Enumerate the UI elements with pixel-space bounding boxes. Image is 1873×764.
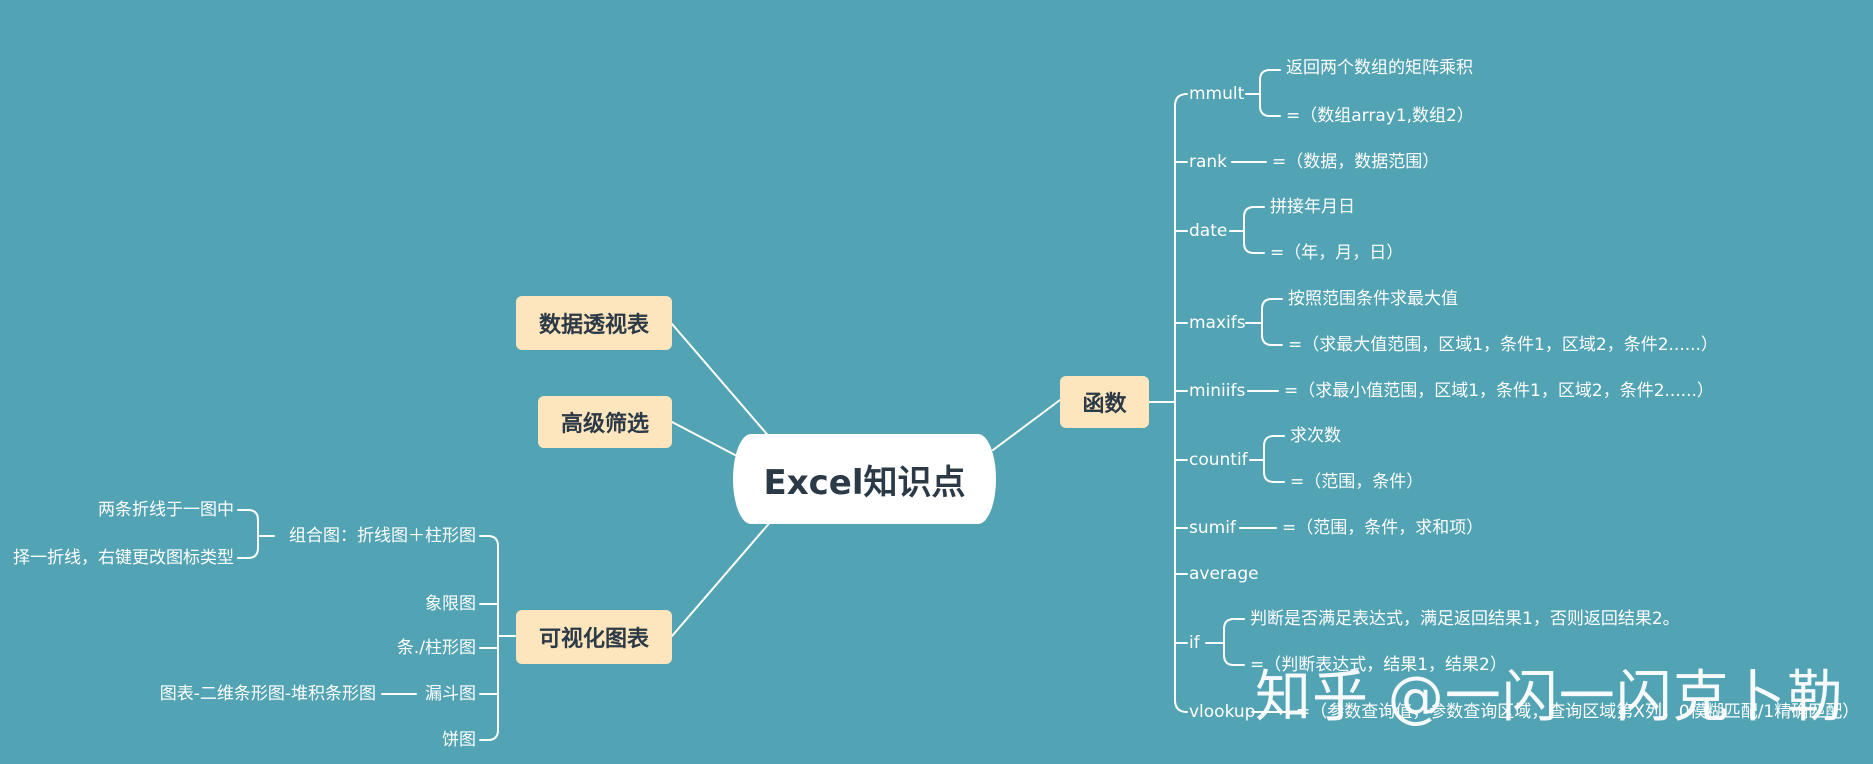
if-syntax[interactable]: =（判断表达式，结果1，结果2） [1250, 655, 1507, 675]
func-average[interactable]: average [1189, 564, 1259, 584]
func-rank[interactable]: rank [1189, 152, 1228, 172]
mmult-syntax[interactable]: =（数组array1,数组2） [1286, 106, 1474, 126]
chart-bar[interactable]: 条./柱形图 [396, 638, 476, 658]
funnel-note[interactable]: 图表-二维条形图-堆积条形图 [159, 684, 376, 704]
maxifs-syntax[interactable]: =（求最大值范围，区域1，条件1，区域2，条件2......） [1288, 335, 1718, 355]
func-vlookup[interactable]: vlookup [1189, 702, 1256, 722]
countif-desc[interactable]: 求次数 [1290, 426, 1341, 446]
topic-visual-charts[interactable]: 可视化图表 [516, 610, 672, 664]
func-date[interactable]: date [1189, 221, 1228, 241]
func-mmult[interactable]: mmult [1189, 84, 1245, 104]
func-sumif[interactable]: sumif [1189, 518, 1236, 538]
topic-pivot-table[interactable]: 数据透视表 [516, 296, 672, 350]
chart-combo[interactable]: 组合图：折线图＋柱形图 [289, 526, 476, 546]
vlookup-syntax[interactable]: =（参数查询值，参数查询区域，查询区域第X列，0模糊匹配/1精确匹配） [1296, 702, 1860, 722]
topic-advanced-filter[interactable]: 高级筛选 [538, 396, 672, 448]
topic-functions[interactable]: 函数 [1060, 376, 1149, 428]
chart-pie[interactable]: 饼图 [442, 730, 476, 750]
func-miniifs[interactable]: miniifs [1189, 381, 1246, 401]
func-maxifs[interactable]: maxifs [1189, 313, 1246, 333]
central-topic[interactable]: Excel知识点 [733, 434, 996, 524]
mmult-desc[interactable]: 返回两个数组的矩阵乘积 [1286, 58, 1473, 78]
sumif-syntax[interactable]: =（范围，条件，求和项） [1282, 518, 1484, 538]
chart-quadrant[interactable]: 象限图 [425, 594, 476, 614]
miniifs-syntax[interactable]: =（求最小值范围，区域1，条件1，区域2，条件2......） [1284, 381, 1714, 401]
chart-funnel[interactable]: 漏斗图 [425, 684, 476, 704]
if-desc[interactable]: 判断是否满足表达式，满足返回结果1，否则返回结果2。 [1250, 609, 1680, 629]
date-syntax[interactable]: =（年，月，日） [1270, 243, 1404, 263]
func-countif[interactable]: countif [1189, 450, 1248, 470]
zhihu-watermark: 知乎 @一闪一闪克卜勒 [1255, 665, 1844, 730]
date-desc[interactable]: 拼接年月日 [1270, 197, 1355, 217]
maxifs-desc[interactable]: 按照范围条件求最大值 [1288, 289, 1458, 309]
rank-syntax[interactable]: =（数据，数据范围） [1272, 152, 1440, 172]
combo-note-two-lines[interactable]: 两条折线于一图中 [98, 500, 234, 520]
combo-note-change-type[interactable]: 择一折线，右键更改图标类型 [13, 548, 234, 568]
countif-syntax[interactable]: =（范围，条件） [1290, 472, 1424, 492]
func-if[interactable]: if [1189, 633, 1200, 653]
